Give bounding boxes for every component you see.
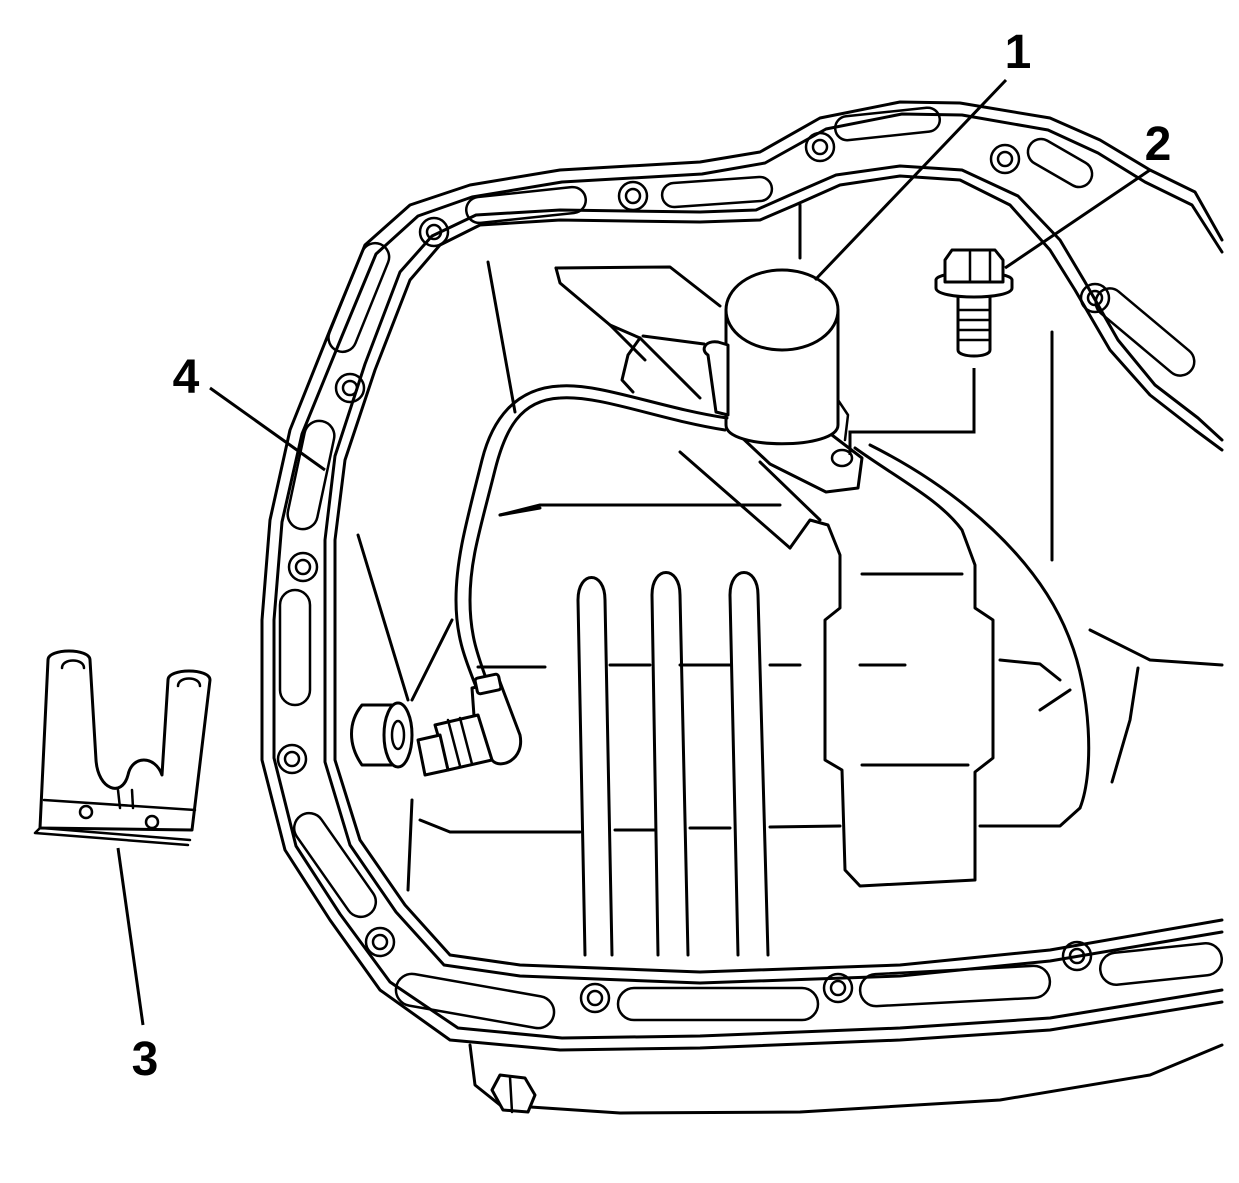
sensor-wire-harness [454, 384, 729, 694]
bolt-hole [989, 143, 1021, 175]
bolt-hole [822, 972, 854, 1004]
flange-slot [1098, 942, 1224, 986]
oil-pan-bottom [468, 1043, 1224, 1115]
pan-interior-structure [356, 203, 1224, 892]
flange-slot [660, 175, 774, 209]
bolt-hole [364, 926, 396, 958]
bolt-hole [1061, 940, 1093, 972]
oil-pan-flange [260, 100, 1224, 1052]
callout-1: 1 [1005, 26, 1032, 79]
bolt-hole [418, 216, 450, 248]
bolt-hole [579, 982, 611, 1014]
bolt-hole [617, 180, 649, 212]
flange-slot [465, 185, 587, 225]
flange-slot [616, 986, 820, 1022]
callout-2: 2 [1145, 118, 1172, 171]
flange-slot [858, 964, 1052, 1008]
sensor-bolt [848, 248, 1014, 455]
leader-line-3 [116, 847, 145, 1026]
sensor-bolt-hole [830, 448, 854, 468]
flange-slot [1026, 137, 1094, 189]
drain-plug [490, 1073, 537, 1114]
bolt-hole [287, 551, 319, 583]
flange-bolt-holes [276, 131, 1111, 1014]
flange-slot [833, 106, 942, 142]
u-shaped-shim [33, 649, 212, 847]
callout-labels: 1 2 3 4 [132, 26, 1172, 1086]
bolt-hole [1079, 282, 1111, 314]
leader-line-2 [1004, 168, 1151, 270]
flange-slot [1094, 287, 1196, 377]
pan-ribs [576, 571, 770, 957]
bolt-hole [804, 131, 836, 163]
flange-slots [278, 106, 1224, 1030]
bolt-hole [334, 372, 366, 404]
flange-slot [394, 972, 556, 1030]
flange-slot [286, 419, 336, 531]
bolt-hole [276, 743, 308, 775]
flange-slot [327, 241, 391, 354]
leader-lines [116, 78, 1151, 1026]
pickup-bracket [554, 265, 722, 400]
leader-line-4 [209, 386, 326, 472]
callout-4: 4 [173, 351, 200, 404]
callout-3: 3 [132, 1033, 159, 1086]
bolt-shank [956, 288, 992, 358]
flange-slot [292, 811, 378, 919]
sensor-top [724, 268, 840, 352]
flange-slot [278, 588, 312, 707]
leader-line-1 [813, 78, 1008, 282]
oil-level-sensor [702, 268, 864, 494]
pan-boss [350, 701, 414, 769]
sensor-wire-clip [702, 340, 730, 417]
sensor-connector [416, 672, 523, 777]
bolt-head [943, 248, 1005, 284]
